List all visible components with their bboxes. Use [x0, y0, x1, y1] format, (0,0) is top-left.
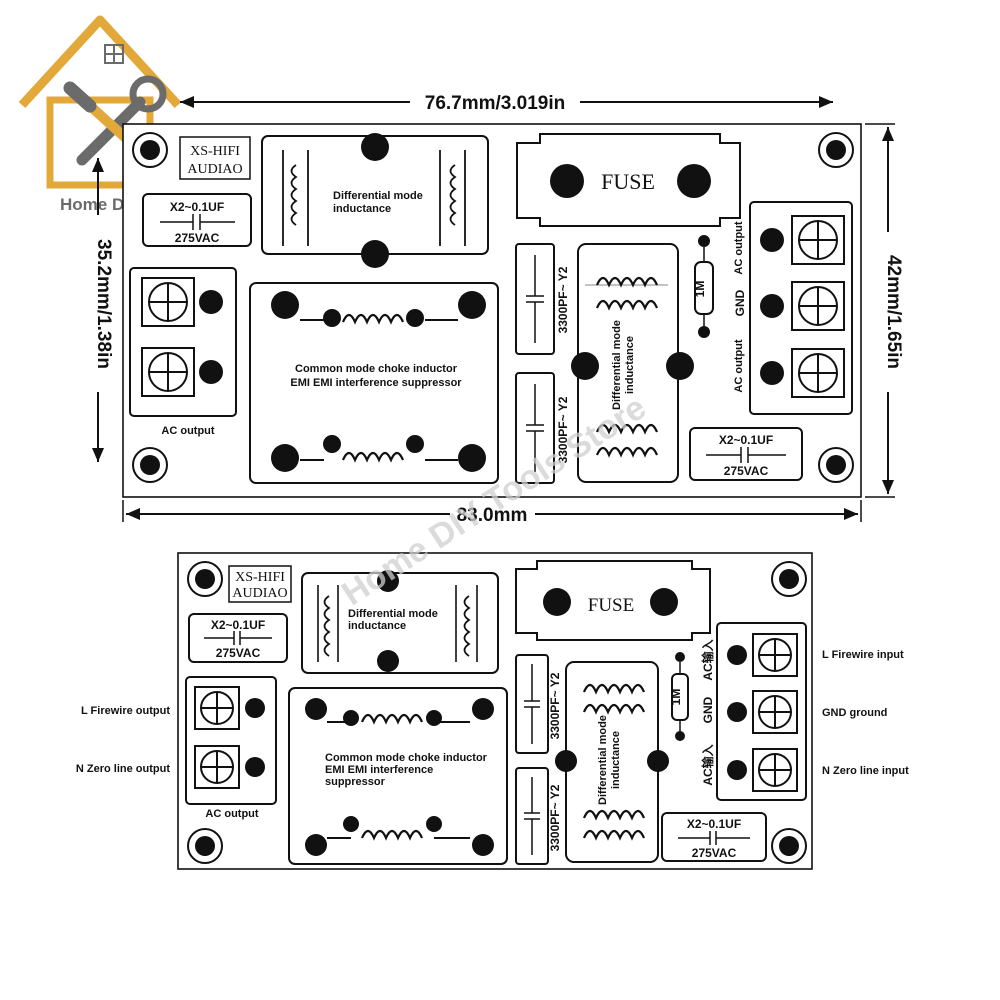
x2-capacitor: X2~0.1UF 275VAC	[661, 812, 767, 862]
differential-inductor-label-1: Differential mode	[333, 190, 423, 202]
resistor-label: 1M	[693, 281, 707, 298]
left-height-label: 35.2mm/1.38in	[93, 239, 114, 369]
differential-inductor-label-1: Differential mode	[348, 608, 438, 620]
y2-capacitor-label: 3300PF~ Y2	[556, 396, 570, 463]
y2-capacitor-label: 3300PF~ Y2	[548, 784, 562, 851]
mounting-hole	[132, 447, 168, 483]
right-height-label: 42mm/1.65in	[883, 255, 904, 369]
ac-output-label: AC output	[733, 221, 745, 274]
brand-box: XS-HIFI AUDIAO	[228, 565, 292, 603]
side-labels: L Firewire output N Zero line output L F…	[76, 649, 909, 777]
differential-inductor-label-2: inductance	[610, 731, 622, 789]
brand-line-1: XS-HIFI	[190, 144, 240, 159]
common-mode-choke: Common mode choke inductor EMI EMI inter…	[249, 282, 499, 484]
x2-capacitor-value: X2~0.1UF	[211, 618, 265, 632]
common-mode-label-2: EMI EMI interference suppressor	[290, 377, 462, 389]
x2-capacitor: X2~0.1UF 275VAC	[689, 427, 803, 481]
ac-output-label: AC output	[205, 808, 258, 820]
logo-text: Home DIY	[60, 195, 141, 214]
y2-capacitor: 3300PF~ Y2	[515, 654, 562, 754]
ac-input-label: AC输入	[700, 744, 715, 785]
differential-inductor-label-1: Differential mode	[611, 320, 623, 410]
x2-capacitor-voltage: 275VAC	[724, 464, 769, 478]
fuse-label: FUSE	[601, 169, 655, 194]
differential-inductor-label-1: Differential mode	[597, 715, 609, 805]
x2-capacitor: X2~0.1UF 275VAC	[142, 193, 252, 247]
mounting-hole	[771, 828, 807, 864]
top-width-dimension: 76.7mm/3.019in	[180, 93, 833, 114]
x2-capacitor-value: X2~0.1UF	[170, 200, 224, 214]
differential-inductor: Differential mode inductance	[301, 570, 499, 674]
l-firewire-output-label: L Firewire output	[81, 705, 170, 717]
fuse-holder: FUSE	[515, 560, 711, 641]
y2-capacitor: 3300PF~ Y2	[515, 767, 562, 865]
resistor: 1M	[669, 652, 689, 741]
fuse-label: FUSE	[588, 595, 634, 616]
brand-line-1: XS-HIFI	[235, 570, 285, 585]
common-mode-label-1: Common mode choke inductor	[325, 752, 488, 764]
brand-line-2: AUDIAO	[232, 586, 287, 601]
common-mode-choke: Common mode choke inductor EMI EMI inter…	[288, 687, 508, 865]
ac-output-label: AC output	[733, 339, 745, 392]
common-mode-label-1: Common mode choke inductor	[295, 363, 458, 375]
y2-capacitor-label: 3300PF~ Y2	[556, 266, 570, 333]
differential-inductor-label-2: inductance	[333, 203, 391, 215]
top-width-label: 76.7mm/3.019in	[425, 93, 565, 114]
ac-input-label: AC输入	[700, 639, 715, 680]
y2-capacitor-label: 3300PF~ Y2	[548, 672, 562, 739]
y2-capacitor: 3300PF~ Y2	[515, 243, 570, 355]
gnd-label: GND	[701, 696, 715, 723]
x2-capacitor: X2~0.1UF 275VAC	[188, 613, 288, 663]
right-terminal-block: AC输入 GND AC输入	[700, 622, 807, 801]
mounting-hole	[818, 132, 854, 168]
left-height-dimension: 35.2mm/1.38in	[92, 158, 114, 462]
left-terminal-block: AC output	[185, 676, 277, 820]
l-firewire-input-label: L Firewire input	[822, 649, 904, 661]
top-board: 76.7mm/3.019in 83.0mm 35.2mm/1.38in	[92, 93, 904, 526]
x2-capacitor-value: X2~0.1UF	[687, 817, 741, 831]
mounting-hole	[132, 132, 168, 168]
differential-inductor-vertical: Differential mode inductance	[571, 243, 694, 483]
right-terminal-block: AC output GND AC output	[733, 201, 853, 415]
fuse-holder: FUSE	[516, 133, 741, 227]
x2-capacitor-value: X2~0.1UF	[719, 433, 773, 447]
gnd-ground-label: GND ground	[822, 707, 887, 719]
differential-inductor-vertical: Differential mode inductance	[555, 661, 669, 863]
brand-line-2: AUDIAO	[187, 162, 242, 177]
gnd-label: GND	[733, 289, 747, 316]
right-height-dimension: 42mm/1.65in	[865, 123, 904, 498]
x2-capacitor-voltage: 275VAC	[175, 231, 220, 245]
n-zero-line-input-label: N Zero line input	[822, 765, 909, 777]
common-mode-label-3: suppressor	[325, 776, 386, 788]
x2-capacitor-voltage: 275VAC	[216, 646, 261, 660]
resistor: 1M	[693, 235, 714, 338]
differential-inductor-label-2: inductance	[348, 620, 406, 632]
mounting-hole	[187, 561, 223, 597]
differential-inductor-label-2: inductance	[624, 336, 636, 394]
ac-output-label: AC output	[161, 425, 214, 437]
resistor-label: 1M	[669, 689, 683, 706]
mounting-hole	[771, 561, 807, 597]
mounting-hole	[187, 828, 223, 864]
x2-capacitor-voltage: 275VAC	[692, 846, 737, 860]
n-zero-line-output-label: N Zero line output	[76, 763, 170, 775]
left-terminal-block: AC output	[129, 267, 237, 437]
differential-inductor: Differential mode inductance	[261, 133, 489, 268]
y2-capacitor: 3300PF~ Y2	[515, 372, 570, 484]
mounting-hole	[818, 447, 854, 483]
bottom-board: XS-HIFI AUDIAO X2~0.1UF 275VAC Different…	[177, 552, 813, 870]
bottom-width-label: 83.0mm	[457, 505, 528, 526]
bottom-width-dimension: 83.0mm	[122, 500, 862, 526]
brand-box: XS-HIFI AUDIAO	[179, 136, 251, 180]
common-mode-label-2: EMI EMI interference	[325, 764, 433, 776]
